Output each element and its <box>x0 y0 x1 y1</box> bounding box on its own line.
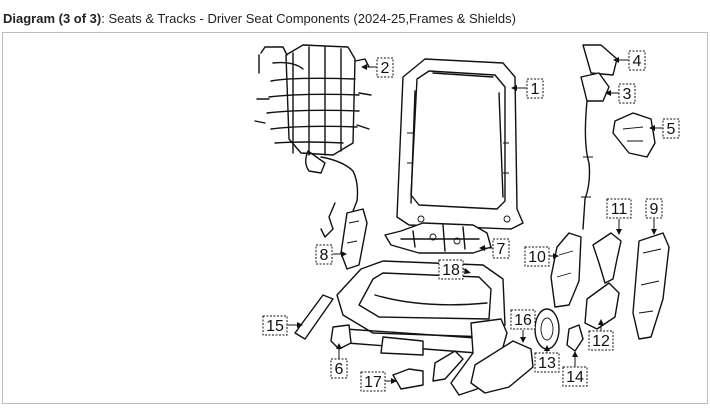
title-separator: : <box>101 11 109 26</box>
callout-11-label: 11 <box>611 201 628 218</box>
part-seat-back-frame-drawing <box>396 58 524 230</box>
callout-1-label: 1 <box>531 81 540 98</box>
callout-17-label: 17 <box>364 374 382 391</box>
part-lever-drawing <box>592 232 622 284</box>
callout-1[interactable]: 1 <box>511 78 544 99</box>
part-outer-shield-drawing <box>632 232 670 340</box>
callout-14-label: 14 <box>566 369 584 386</box>
callout-10-label: 10 <box>528 249 546 266</box>
callout-2[interactable]: 2 <box>361 57 394 78</box>
diagram-frame: 1 2 3 4 5 6 <box>2 32 708 404</box>
callout-4-label: 4 <box>633 53 642 70</box>
callout-3-label: 3 <box>623 86 632 103</box>
callout-8-label: 8 <box>320 247 329 264</box>
part-cross-member-drawing <box>384 222 492 254</box>
callout-6-label: 6 <box>335 361 344 378</box>
diagram-title: Seats & Tracks - Driver Seat Components … <box>108 11 516 26</box>
part-bracket-cap-drawing <box>582 44 618 76</box>
callout-7[interactable]: 7 <box>479 238 510 259</box>
callout-15[interactable]: 15 <box>262 315 303 336</box>
callout-10[interactable]: 10 <box>524 246 559 267</box>
callout-13[interactable]: 13 <box>534 345 560 373</box>
callout-11[interactable]: 11 <box>606 198 632 235</box>
parts-diagram: 1 2 3 4 5 6 <box>254 44 680 396</box>
callout-15-label: 15 <box>266 318 284 335</box>
callout-17[interactable]: 17 <box>360 371 397 392</box>
callout-6[interactable]: 6 <box>330 343 348 379</box>
diagram-counter: Diagram (3 of 3) <box>3 11 102 26</box>
callout-5-label: 5 <box>667 121 676 138</box>
callout-14[interactable]: 14 <box>562 351 588 387</box>
callout-13-label: 13 <box>538 355 556 372</box>
callout-2-label: 2 <box>381 60 390 77</box>
callout-8[interactable]: 8 <box>315 244 347 265</box>
callout-16-label: 16 <box>514 312 532 329</box>
part-recliner-cover-drawing <box>584 282 620 330</box>
part-bracket-drawing <box>392 368 424 390</box>
callout-18[interactable]: 18 <box>438 259 471 280</box>
part-switch-housing-drawing <box>612 112 656 158</box>
part-switch-bezel-drawing <box>470 340 534 394</box>
diagram-title-bar: Diagram (3 of 3): Seats & Tracks - Drive… <box>3 9 516 29</box>
callout-7-label: 7 <box>497 241 506 258</box>
part-side-trim-drawing <box>340 208 368 270</box>
callout-12[interactable]: 12 <box>588 319 614 351</box>
callout-18-label: 18 <box>442 262 460 279</box>
callout-12-label: 12 <box>592 333 610 350</box>
part-knob-drawing <box>534 308 560 350</box>
part-handle-and-cable-drawing <box>580 72 610 230</box>
callout-5[interactable]: 5 <box>649 118 680 139</box>
callout-3[interactable]: 3 <box>605 83 636 104</box>
part-side-shield-drawing <box>550 232 582 308</box>
callout-16[interactable]: 16 <box>510 309 536 343</box>
callout-4[interactable]: 4 <box>613 50 646 71</box>
callout-9[interactable]: 9 <box>645 198 663 235</box>
part-track-end-drawing <box>330 324 352 350</box>
part-cushion-frame-and-tracks-drawing <box>336 260 508 396</box>
part-lumbar-support-drawing <box>254 44 372 238</box>
part-shield-strip-drawing <box>294 294 334 340</box>
callout-9-label: 9 <box>650 201 659 218</box>
part-small-clip-drawing <box>566 324 584 352</box>
